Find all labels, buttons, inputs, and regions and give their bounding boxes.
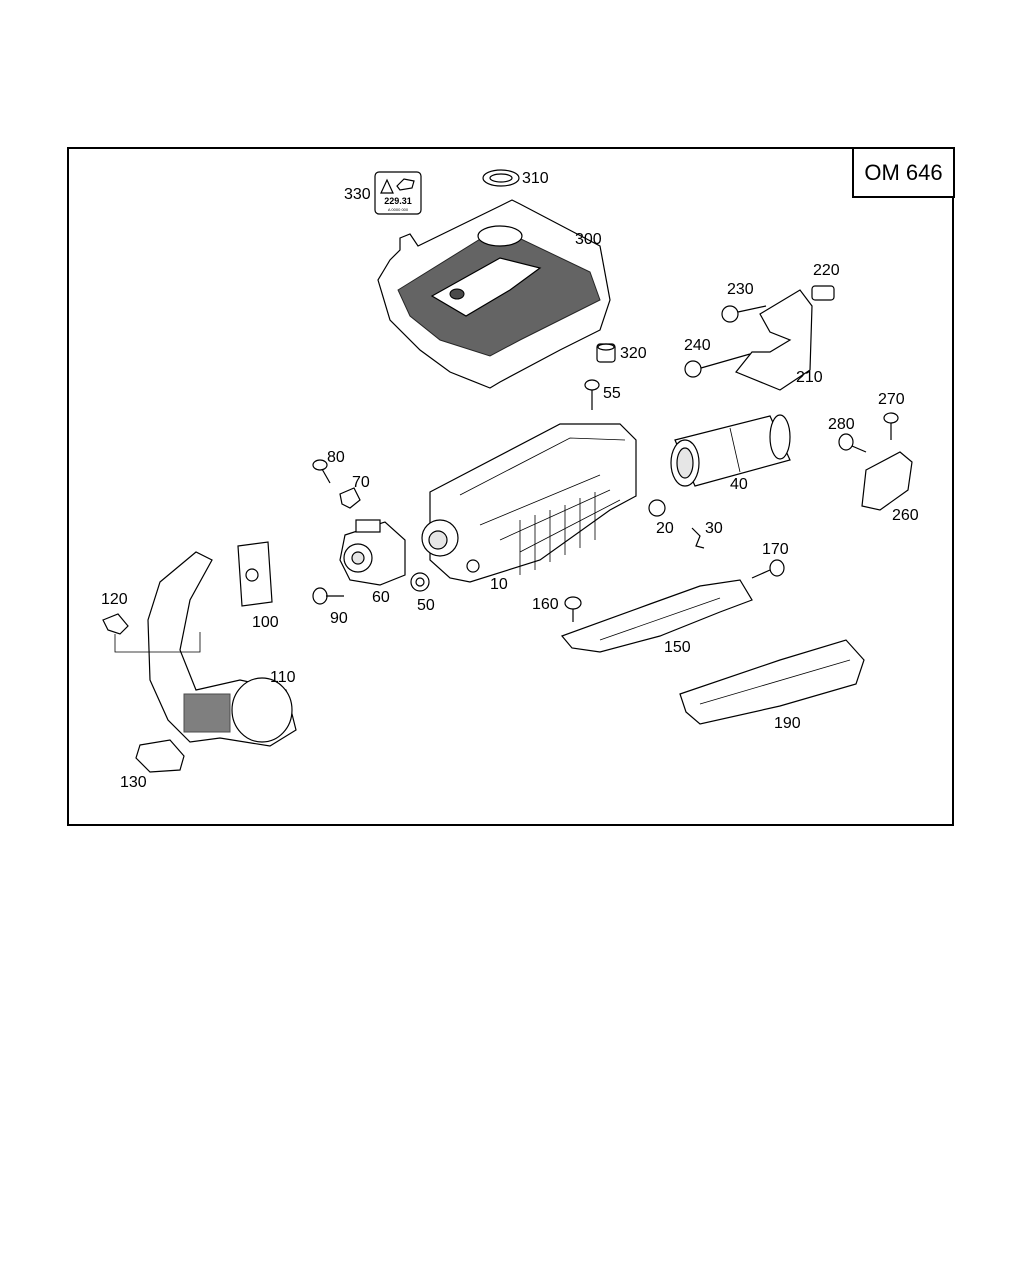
part-label: 230 bbox=[727, 281, 754, 298]
part-280-bolt[interactable] bbox=[838, 433, 867, 453]
part-20-cap[interactable] bbox=[648, 499, 666, 517]
part-160-bolt[interactable] bbox=[564, 596, 582, 622]
part-240-bolt[interactable] bbox=[684, 353, 751, 378]
part-label: 220 bbox=[813, 262, 840, 279]
part-260-bracket[interactable] bbox=[861, 451, 913, 511]
part-label: 50 bbox=[417, 597, 435, 614]
part-label: 120 bbox=[101, 591, 128, 608]
part-label: 300 bbox=[575, 231, 602, 248]
part-label: 320 bbox=[620, 345, 647, 362]
part-label: 30 bbox=[705, 520, 723, 537]
part-50-seal[interactable] bbox=[410, 572, 430, 592]
part-100-mount[interactable] bbox=[237, 541, 273, 607]
part-330-oil-label[interactable] bbox=[374, 171, 422, 215]
part-label: 90 bbox=[330, 610, 348, 627]
oil-spec-text: 229.31 bbox=[384, 196, 412, 206]
part-label: 55 bbox=[603, 385, 621, 402]
part-170-bolt[interactable] bbox=[751, 559, 785, 579]
part-label: 100 bbox=[252, 614, 279, 631]
part-label: 150 bbox=[664, 639, 691, 656]
oil-label-small-text: A 0000 000 bbox=[388, 207, 409, 212]
part-55-stud[interactable] bbox=[584, 379, 600, 410]
part-70-sensor[interactable] bbox=[339, 487, 361, 509]
part-label: 240 bbox=[684, 337, 711, 354]
part-300-engine-cover[interactable] bbox=[377, 199, 611, 389]
part-40-filter-element[interactable] bbox=[670, 414, 791, 487]
part-label: 210 bbox=[796, 369, 823, 386]
part-label: 130 bbox=[120, 774, 147, 791]
engine-code-box: OM 646 bbox=[852, 147, 955, 198]
part-310-seal-ring[interactable] bbox=[482, 169, 520, 187]
part-label: 270 bbox=[878, 391, 905, 408]
part-label: 310 bbox=[522, 170, 549, 187]
part-320-grommet[interactable] bbox=[596, 343, 616, 363]
part-label: 170 bbox=[762, 541, 789, 558]
part-label: 70 bbox=[352, 474, 370, 491]
part-label: 110 bbox=[270, 669, 296, 686]
engine-code: OM 646 bbox=[864, 159, 943, 185]
part-150-heat-shield[interactable] bbox=[560, 579, 753, 653]
part-270-screw[interactable] bbox=[883, 412, 899, 440]
part-120-clip[interactable] bbox=[102, 613, 201, 653]
part-label: 20 bbox=[656, 520, 674, 537]
part-230-bolt[interactable] bbox=[721, 305, 767, 323]
part-label: 10 bbox=[490, 576, 508, 593]
part-10-filter-housing[interactable] bbox=[421, 423, 637, 583]
part-210-bracket[interactable] bbox=[735, 289, 813, 391]
part-label: 80 bbox=[327, 449, 345, 466]
part-80-screw[interactable] bbox=[312, 459, 331, 484]
part-label: 260 bbox=[892, 507, 919, 524]
part-130-cover[interactable] bbox=[135, 739, 185, 773]
part-190-cover[interactable] bbox=[679, 639, 865, 725]
part-label: 40 bbox=[730, 476, 748, 493]
part-label: 330 bbox=[344, 186, 371, 203]
part-label: 190 bbox=[774, 715, 801, 732]
part-30-clip[interactable] bbox=[691, 527, 705, 549]
part-90-bolt[interactable] bbox=[312, 587, 344, 605]
part-label: 160 bbox=[532, 596, 559, 613]
part-220-spacer[interactable] bbox=[811, 285, 835, 301]
part-label: 60 bbox=[372, 589, 390, 606]
part-label: 280 bbox=[828, 416, 855, 433]
diagram-frame bbox=[67, 147, 954, 826]
part-60-actuator[interactable] bbox=[339, 519, 406, 586]
part-110-air-duct[interactable] bbox=[147, 551, 297, 747]
